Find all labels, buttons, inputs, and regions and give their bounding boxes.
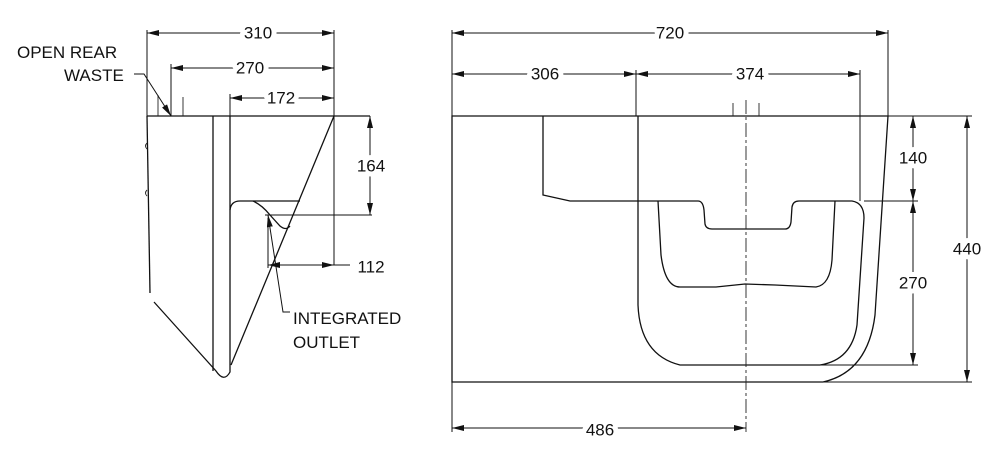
dim-720: 720 (656, 24, 684, 43)
front-view-dimensions: 720 306 374 140 270 440 486 (451, 19, 986, 445)
side-view-dimensions: 310 270 172 164 112 (146, 19, 390, 282)
open-rear-waste-label-line1: OPEN REAR (17, 43, 117, 62)
integrated-outlet-callout: INTEGRATED OUTLET (266, 214, 401, 352)
side-view: 310 270 172 164 112 OPEN REAR WASTE INTE… (17, 19, 401, 378)
dim-112: 112 (357, 258, 384, 277)
front-view: 720 306 374 140 270 440 486 (451, 19, 986, 445)
integrated-outlet-label-line2: OUTLET (293, 333, 360, 352)
dim-270-front: 270 (899, 274, 927, 293)
dim-270-side: 270 (236, 59, 264, 78)
dim-310: 310 (244, 24, 272, 43)
dim-172: 172 (267, 89, 295, 108)
dim-306: 306 (531, 65, 559, 84)
dim-164: 164 (357, 157, 385, 176)
open-rear-waste-label-line2: WASTE (64, 66, 124, 85)
side-view-outline (145, 95, 370, 378)
open-rear-waste-callout: OPEN REAR WASTE (17, 43, 172, 117)
front-view-outline (451, 100, 889, 432)
dim-140: 140 (899, 149, 927, 168)
dim-486: 486 (586, 421, 614, 440)
integrated-outlet-label-line1: INTEGRATED (293, 309, 401, 328)
dim-440: 440 (953, 240, 981, 259)
dim-374: 374 (736, 65, 764, 84)
